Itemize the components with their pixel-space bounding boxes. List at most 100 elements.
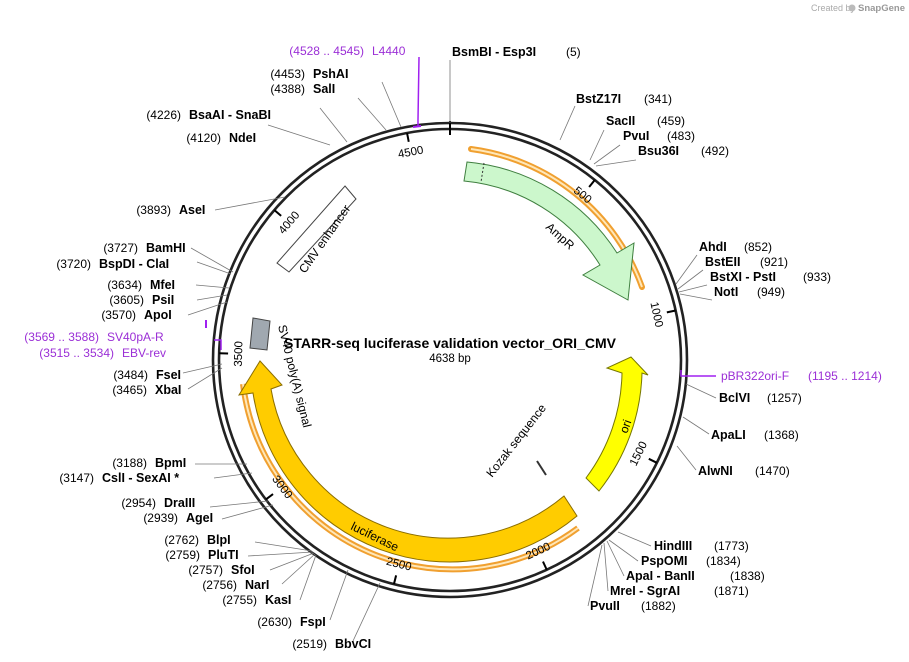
enzyme-label-mfei[interactable]: (3634) MfeI	[107, 278, 175, 292]
enzyme-label-bsmbi[interactable]: BsmBI - Esp3I (5)	[452, 45, 581, 59]
enzyme-label-alwni[interactable]: AlwNI (1470)	[698, 464, 790, 478]
enzyme-label-apai-banii[interactable]: ApaI - BanII (1838)	[626, 569, 765, 583]
enzyme-label-fspi[interactable]: (2630) FspI	[257, 615, 325, 629]
svg-text:ApaLI: ApaLI	[711, 428, 746, 442]
primer-label-ebv-rev[interactable]: (3515 .. 3534) EBV-rev	[39, 346, 166, 360]
svg-text:(483): (483)	[667, 129, 695, 143]
ampr-feature[interactable]	[463, 161, 635, 301]
svg-text:MfeI: MfeI	[150, 278, 175, 292]
svg-text:(4388): (4388)	[270, 82, 305, 96]
primer-label-pbr322ori-f[interactable]: pBR322ori-F (1195 .. 1214)	[721, 369, 882, 383]
primer-pbr322ori-f-mark[interactable]	[680, 370, 716, 377]
enzyme-label-bclvi[interactable]: BclVI (1257)	[719, 391, 802, 405]
primer-l4440-mark[interactable]	[417, 56, 420, 127]
enzyme-label-pspomi[interactable]: PspOMI (1834)	[641, 554, 741, 568]
svg-text:BbvCI: BbvCI	[335, 637, 371, 651]
enzyme-label-psii[interactable]: (3605) PsiI	[109, 293, 174, 307]
svg-text:BspDI - ClaI: BspDI - ClaI	[99, 257, 169, 271]
enzyme-label-bstz17i[interactable]: BstZ17I (341)	[576, 92, 672, 106]
ori-label: ori	[617, 418, 635, 435]
svg-text:BclVI: BclVI	[719, 391, 750, 405]
leader-line	[187, 301, 228, 316]
enzyme-label-bpmi[interactable]: (3188) BpmI	[112, 456, 186, 470]
svg-text:pBR322ori-F: pBR322ori-F	[721, 369, 789, 383]
enzyme-label-bbvci[interactable]: (2519) BbvCI	[292, 637, 371, 651]
tick-label: 2500	[385, 556, 413, 574]
svg-text:(1871): (1871)	[714, 584, 749, 598]
ori-feature[interactable]	[585, 356, 649, 492]
svg-text:(2939): (2939)	[143, 511, 178, 525]
leader-line	[675, 254, 698, 285]
leader-line	[209, 500, 269, 508]
svg-text:(949): (949)	[757, 285, 785, 299]
enzyme-label-bspdi-clai[interactable]: (3720) BspDI - ClaI	[56, 257, 169, 271]
svg-text:(3465): (3465)	[112, 383, 147, 397]
enzyme-label-sfoi[interactable]: (2757) SfoI	[188, 563, 254, 577]
luciferase-outline-inner	[242, 383, 579, 571]
enzyme-label-pluti[interactable]: (2759) PluTI	[165, 548, 238, 562]
primer-ebv-rev-mark[interactable]	[214, 339, 222, 350]
enzyme-label-bstxi-psti[interactable]: BstXI - PstI (933)	[710, 270, 831, 284]
leader-line	[617, 531, 652, 547]
leader-line	[182, 363, 223, 374]
leader-line	[593, 144, 621, 165]
tick-mark	[265, 493, 274, 501]
svg-text:ApoI: ApoI	[144, 308, 172, 322]
enzyme-label-kasi[interactable]: (2755) KasI	[222, 593, 291, 607]
enzyme-label-pvui[interactable]: PvuI (483)	[623, 129, 695, 143]
leader-line	[678, 284, 708, 293]
sv40-polya-feature[interactable]	[249, 317, 271, 351]
leader-line	[196, 294, 228, 301]
leader-line	[559, 105, 576, 141]
svg-text:AhdI: AhdI	[699, 240, 727, 254]
svg-text:Bsu36I: Bsu36I	[638, 144, 679, 158]
svg-text:(852): (852)	[744, 240, 772, 254]
enzyme-label-apali[interactable]: ApaLI (1368)	[711, 428, 799, 442]
svg-text:NdeI: NdeI	[229, 131, 256, 145]
svg-text:DraIII: DraIII	[164, 496, 195, 510]
svg-text:PshAI: PshAI	[313, 67, 348, 81]
enzyme-label-sali[interactable]: (4388) SalI	[270, 82, 335, 96]
svg-text:XbaI: XbaI	[155, 383, 181, 397]
enzyme-label-sacii[interactable]: SacII (459)	[606, 114, 685, 128]
enzyme-label-ahdi[interactable]: AhdI (852)	[699, 240, 772, 254]
svg-text:(341): (341)	[644, 92, 672, 106]
svg-text:BstXI - PstI: BstXI - PstI	[710, 270, 776, 284]
luciferase-feature[interactable]	[238, 360, 578, 563]
svg-text:(2755): (2755)	[222, 593, 257, 607]
enzyme-label-asei[interactable]: (3893) AseI	[136, 203, 205, 217]
leader-line	[677, 269, 704, 290]
cmv-enhancer-feature[interactable]	[276, 185, 357, 273]
enzyme-label-bsu36i[interactable]: Bsu36I (492)	[638, 144, 729, 158]
primer-label-sv40pa-r[interactable]: (3569 .. 3588) SV40pA-R	[24, 330, 164, 344]
svg-text:SacII: SacII	[606, 114, 635, 128]
enzyme-label-blpi[interactable]: (2762) BlpI	[164, 533, 230, 547]
svg-text:NarI: NarI	[245, 578, 269, 592]
enzyme-label-pshai[interactable]: (4453) PshAI	[270, 67, 348, 81]
enzyme-label-noti[interactable]: NotI (949)	[714, 285, 785, 299]
primer-label-l4440[interactable]: (4528 .. 4545) L4440	[289, 44, 405, 58]
kozak-feature[interactable]	[536, 460, 547, 476]
watermark-created-by: Created by	[811, 3, 856, 13]
leader-line	[187, 367, 223, 390]
enzyme-label-agei[interactable]: (2939) AgeI	[143, 511, 213, 525]
enzyme-label-bsteii[interactable]: BstEII (921)	[705, 255, 788, 269]
enzyme-label-xbai[interactable]: (3465) XbaI	[112, 383, 181, 397]
svg-text:(4226): (4226)	[146, 108, 181, 122]
enzyme-label-ndei[interactable]: (4120) NdeI	[186, 131, 256, 145]
enzyme-label-nari[interactable]: (2756) NarI	[202, 578, 269, 592]
svg-text:BsaAI - SnaBI: BsaAI - SnaBI	[189, 108, 271, 122]
enzyme-label-fsei[interactable]: (3484) FseI	[113, 368, 181, 382]
enzyme-label-apoi[interactable]: (3570) ApoI	[101, 308, 171, 322]
svg-text:(1773): (1773)	[714, 539, 749, 553]
enzyme-label-mrei-sgrai[interactable]: MreI - SgrAI (1871)	[610, 584, 749, 598]
enzyme-label-bsaai-snabi[interactable]: (4226) BsaAI - SnaBI	[146, 108, 271, 122]
leader-line	[606, 540, 625, 577]
enzyme-label-bamhi[interactable]: (3727) BamHI	[103, 241, 185, 255]
enzyme-label-hindiii[interactable]: HindIII (1773)	[654, 539, 749, 553]
enzyme-label-csli-sexai[interactable]: (3147) CslI - SexAI *	[59, 471, 179, 485]
enzyme-label-pvuii[interactable]: PvuII (1882)	[590, 599, 676, 613]
leader-line	[319, 107, 348, 143]
enzyme-label-draiii[interactable]: (2954) DraIII	[121, 496, 195, 510]
